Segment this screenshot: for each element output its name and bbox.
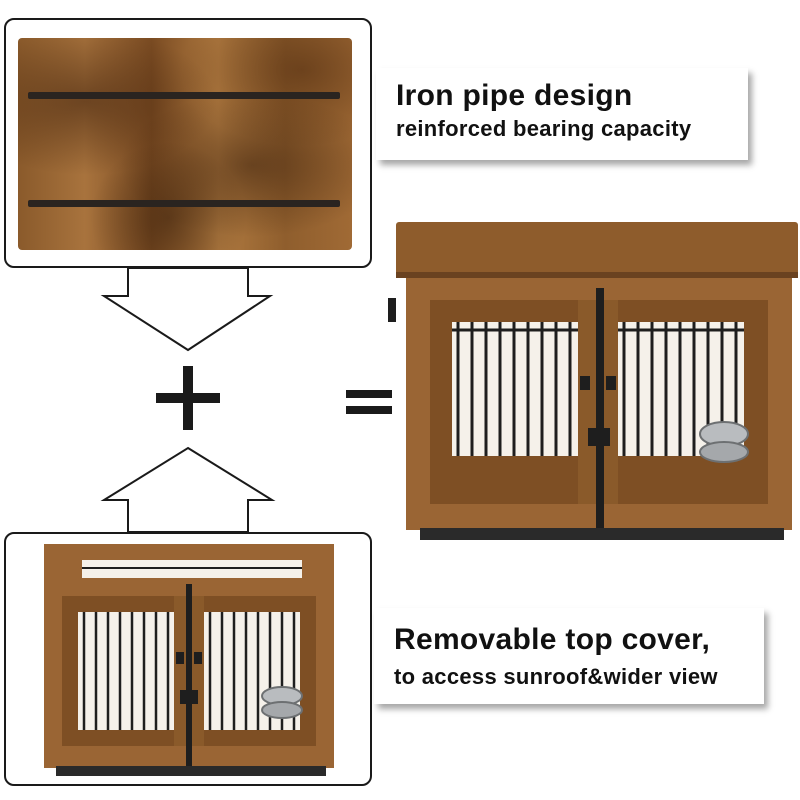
removable-top-subtitle: to access sunroof&wider view — [394, 664, 718, 689]
iron-pipe-callout: Iron pipe design reinforced bearing capa… — [376, 68, 748, 160]
removable-top-callout: Removable top cover, to access sunroof&w… — [374, 608, 764, 704]
iron-pipe-title: Iron pipe design — [396, 79, 633, 112]
equals-top-bar — [346, 390, 392, 398]
down-arrow-icon — [100, 267, 274, 352]
tabletop-underside-image — [18, 38, 352, 250]
removable-top-title: Removable top cover, — [394, 623, 711, 656]
assembled-crate-image — [388, 222, 798, 540]
equals-bottom-bar — [346, 406, 392, 414]
up-arrow-icon — [100, 446, 276, 533]
open-crate-image — [44, 544, 334, 776]
iron-pipe-lower — [28, 200, 340, 207]
plus-vertical — [183, 366, 193, 430]
iron-pipe-upper — [28, 92, 340, 99]
iron-pipe-subtitle: reinforced bearing capacity — [396, 116, 692, 141]
tabletop-image-frame — [4, 18, 372, 268]
open-crate-image-frame — [4, 532, 372, 786]
